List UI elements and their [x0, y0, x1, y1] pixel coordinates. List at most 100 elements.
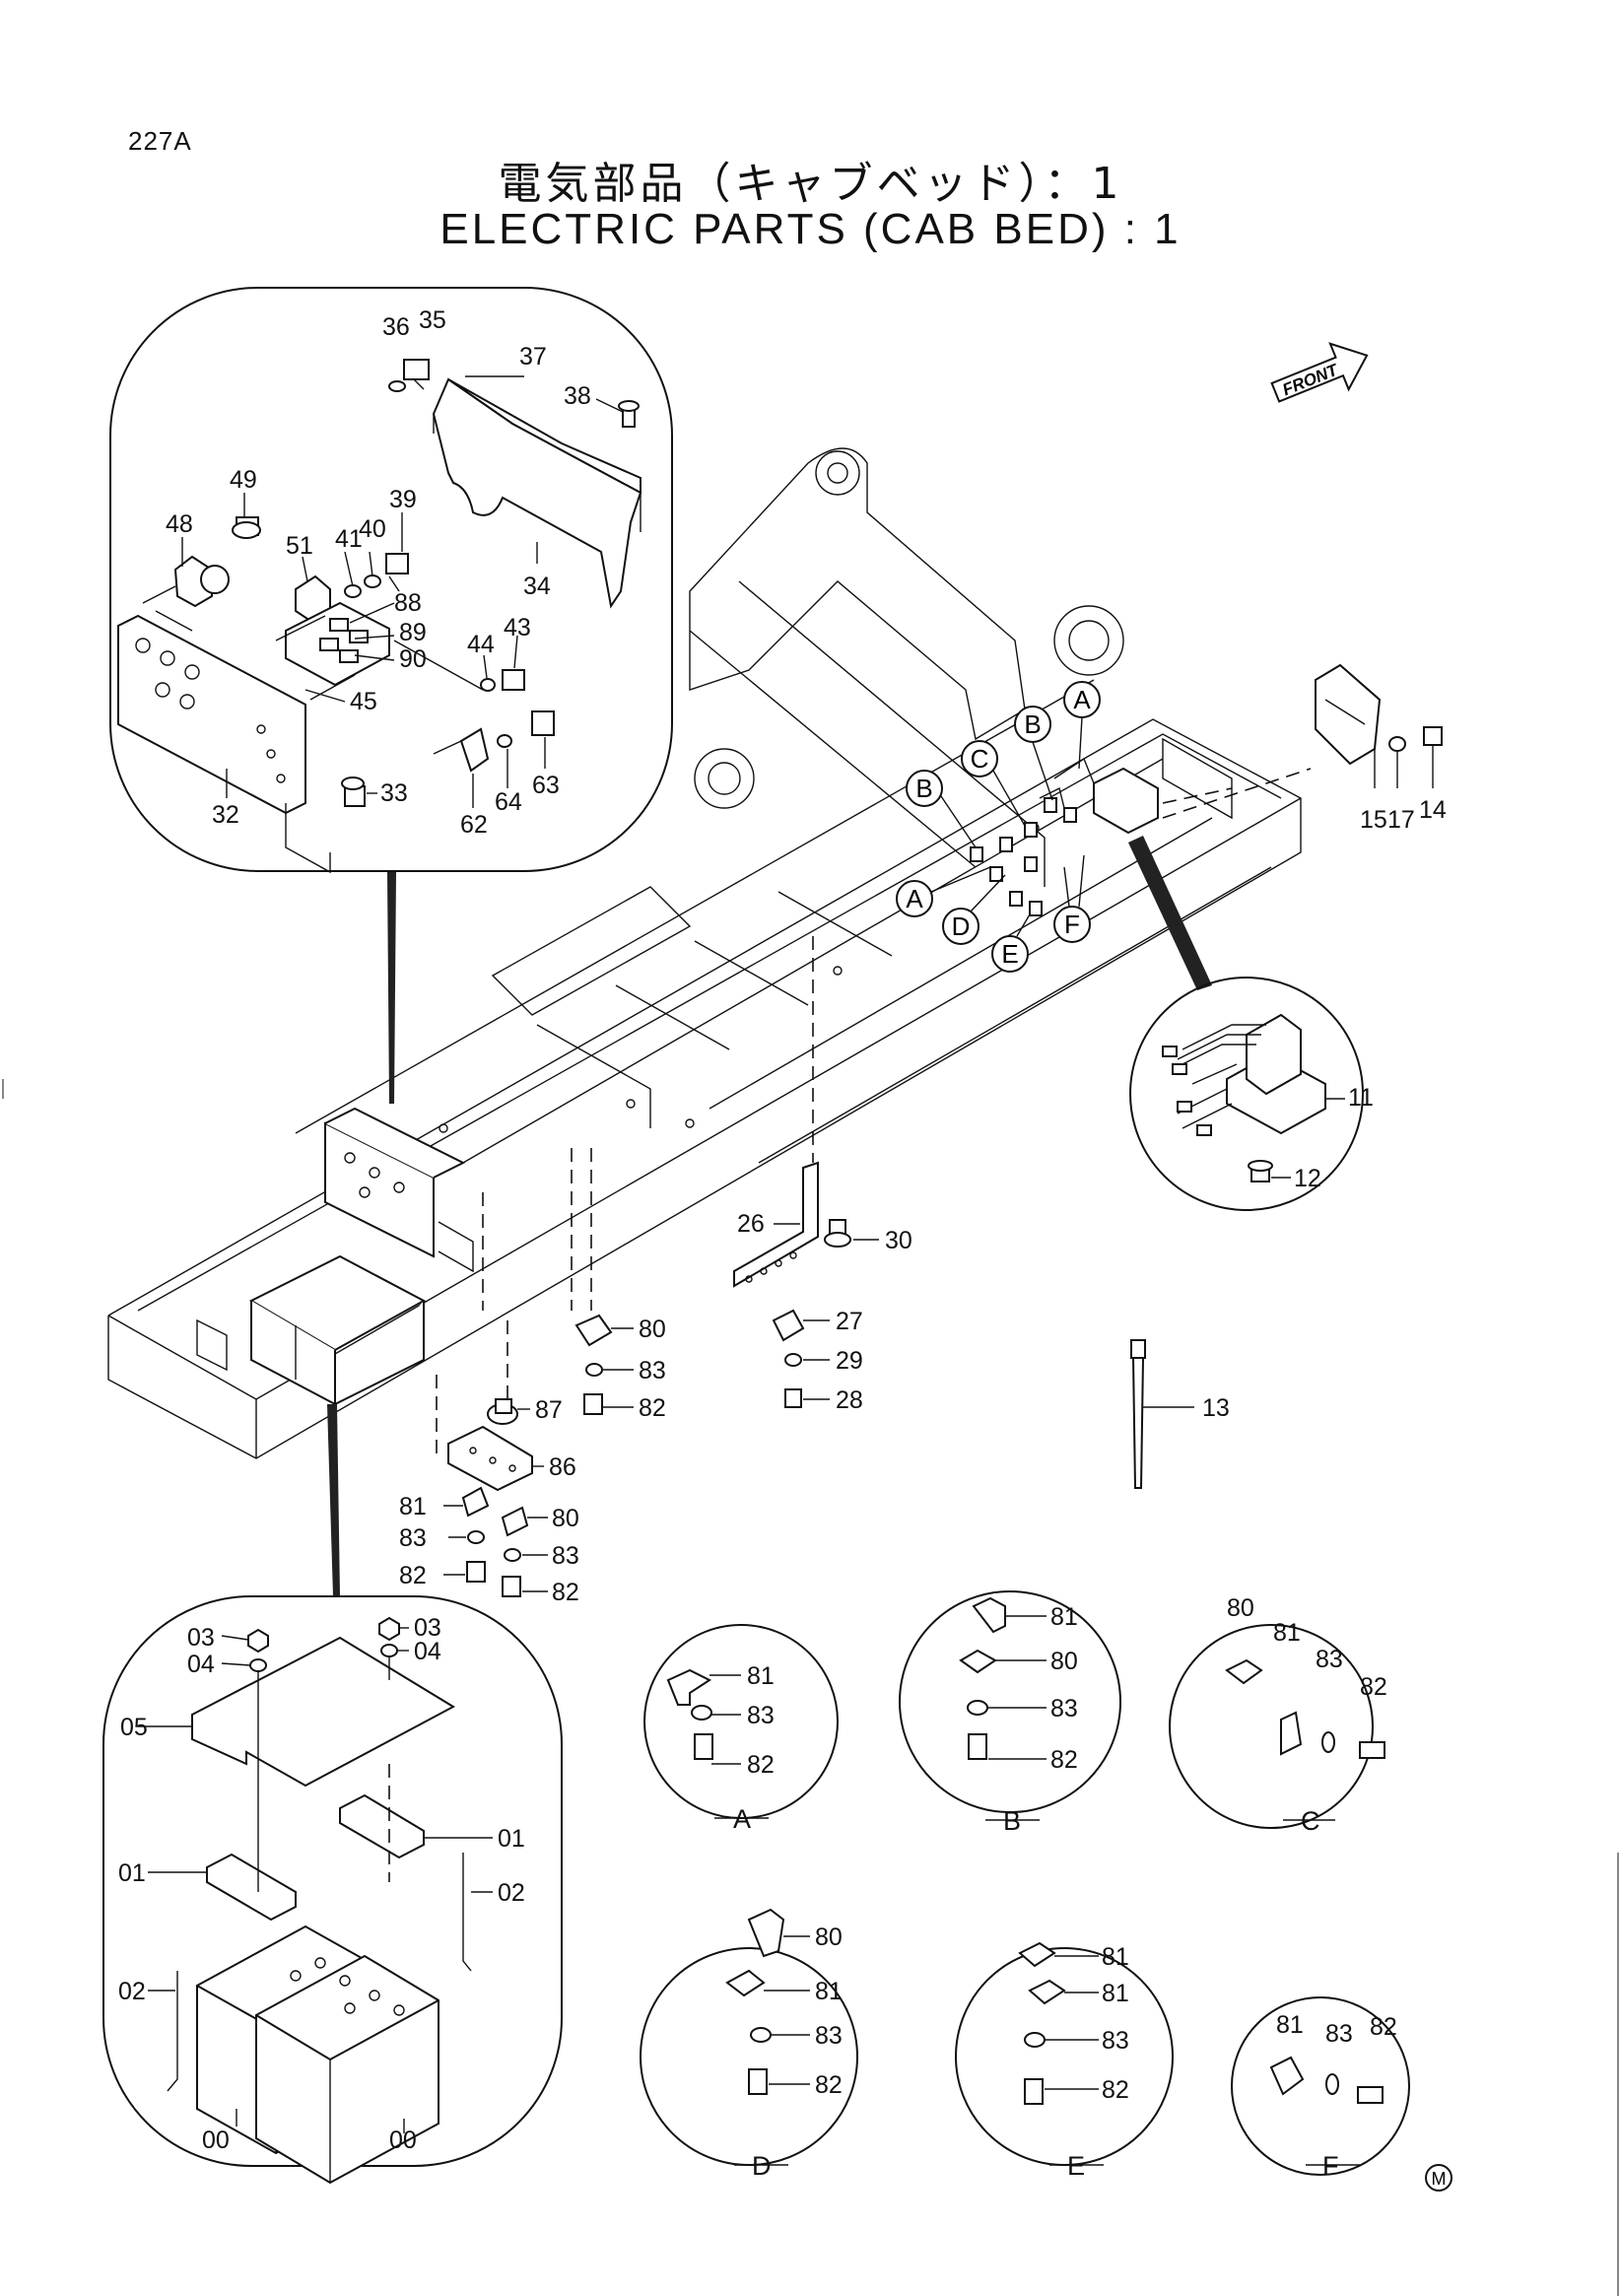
callout-A-lower: A [896, 866, 991, 917]
label-87: 87 [535, 1396, 563, 1424]
detail-circle-E [955, 1941, 1174, 2166]
label-39: 39 [389, 486, 417, 513]
battery-detail-bubble [102, 1595, 563, 2185]
callout-C: C [961, 740, 1026, 827]
label-82-frame: 82 [639, 1394, 666, 1422]
label-48: 48 [166, 510, 193, 538]
harness-connectors [970, 663, 1443, 916]
label-A-82: 82 [747, 1751, 775, 1779]
cable-tie [1130, 1339, 1194, 1489]
part-labels: 36 35 37 38 49 48 39 41 40 51 34 88 89 9… [118, 306, 1447, 2181]
label-30: 30 [885, 1227, 912, 1254]
label-12: 12 [1294, 1165, 1321, 1192]
label-B-81: 81 [1050, 1603, 1078, 1631]
label-E-81-upper: 81 [1102, 1943, 1129, 1971]
label-83-left: 83 [399, 1524, 427, 1552]
front-label: FRONT [1280, 360, 1342, 399]
label-02-right: 02 [498, 1879, 525, 1907]
label-C-81: 81 [1273, 1619, 1301, 1647]
page-title-english: ELECTRIC PARTS (CAB BED) : 1 [439, 205, 1182, 253]
page-number: 227A [128, 126, 192, 156]
label-D-82: 82 [815, 2071, 843, 2099]
callout-markers: A B B C A D E [896, 681, 1101, 973]
detail-name-C: C [1301, 1806, 1320, 1836]
label-F-81: 81 [1276, 2011, 1304, 2039]
label-02-left: 02 [118, 1978, 146, 2005]
label-90: 90 [399, 645, 427, 673]
callout-E: E [991, 913, 1031, 973]
label-83-frame: 83 [639, 1357, 666, 1384]
label-86: 86 [549, 1453, 576, 1481]
label-D-81: 81 [815, 1978, 843, 2005]
label-B-83: 83 [1050, 1695, 1078, 1722]
bracket-86-assembly [436, 1320, 548, 1597]
label-49: 49 [230, 466, 257, 494]
label-C-80: 80 [1227, 1594, 1254, 1622]
label-E-83: 83 [1102, 2027, 1129, 2055]
front-direction-arrow: FRONT [1270, 342, 1369, 403]
label-B-82: 82 [1050, 1746, 1078, 1774]
label-14: 14 [1419, 796, 1447, 824]
label-26: 26 [737, 1210, 765, 1238]
label-01-left: 01 [118, 1859, 146, 1887]
label-82-left: 82 [399, 1562, 427, 1589]
label-D-80: 80 [815, 1924, 843, 1951]
label-32: 32 [212, 801, 239, 829]
bracket-26-assembly [733, 936, 879, 1408]
label-03-left: 03 [187, 1624, 215, 1652]
label-37: 37 [519, 343, 547, 371]
label-A-81: 81 [747, 1662, 775, 1690]
label-89: 89 [399, 619, 427, 646]
detail-circle-A [643, 1624, 839, 1819]
svg-text:B: B [1024, 709, 1041, 739]
label-33: 33 [380, 779, 408, 807]
label-88: 88 [394, 589, 422, 617]
label-34: 34 [523, 573, 551, 600]
battery-box-on-frame [248, 1254, 427, 1406]
label-83-right: 83 [552, 1542, 579, 1570]
callout-A-upper: A [1063, 681, 1101, 770]
detail-name-B: B [1003, 1806, 1021, 1836]
label-F-83: 83 [1325, 2020, 1353, 2048]
leader-wedge-relay [387, 872, 396, 1104]
label-00-left: 00 [202, 2127, 230, 2154]
label-27: 27 [836, 1308, 863, 1335]
detail-circle-B [899, 1590, 1121, 1813]
label-40: 40 [359, 515, 386, 543]
detail-circle-F [1231, 1996, 1410, 2176]
callout-B-upper: B [1014, 706, 1053, 801]
page-title-japanese: 電気部品（キャブベッド）：1 [498, 159, 1123, 209]
label-C-82: 82 [1360, 1673, 1387, 1701]
label-38: 38 [564, 382, 591, 410]
label-05: 05 [120, 1714, 148, 1741]
detail-name-D: D [752, 2151, 772, 2181]
svg-text:A: A [906, 884, 923, 913]
label-F-82: 82 [1370, 2013, 1397, 2041]
label-81-bracket: 81 [399, 1493, 427, 1520]
label-62: 62 [460, 811, 488, 839]
label-41: 41 [335, 525, 363, 553]
label-00-right: 00 [389, 2127, 417, 2154]
callout-D: D [942, 874, 1006, 945]
m-mark: M [1425, 2164, 1452, 2192]
label-36: 36 [382, 313, 410, 341]
label-80-frame: 80 [639, 1316, 666, 1343]
detail-circle-C [1169, 1624, 1385, 1829]
label-35: 35 [419, 306, 446, 334]
detail-circle-D [640, 1908, 858, 2166]
label-01-right: 01 [498, 1825, 525, 1853]
connector-detail-circle [1129, 977, 1364, 1211]
label-80-bracket: 80 [552, 1505, 579, 1532]
label-29: 29 [836, 1347, 863, 1375]
label-45: 45 [350, 688, 377, 715]
detail-name-E: E [1067, 2151, 1085, 2181]
label-44: 44 [467, 631, 495, 658]
leader-lines-detail-1 [181, 375, 624, 808]
label-28: 28 [836, 1386, 863, 1414]
relay-detail-bubble [109, 287, 673, 874]
bracket-80-assembly [571, 1148, 634, 1415]
detail-name-A: A [733, 1804, 751, 1834]
label-04-left: 04 [187, 1651, 215, 1678]
